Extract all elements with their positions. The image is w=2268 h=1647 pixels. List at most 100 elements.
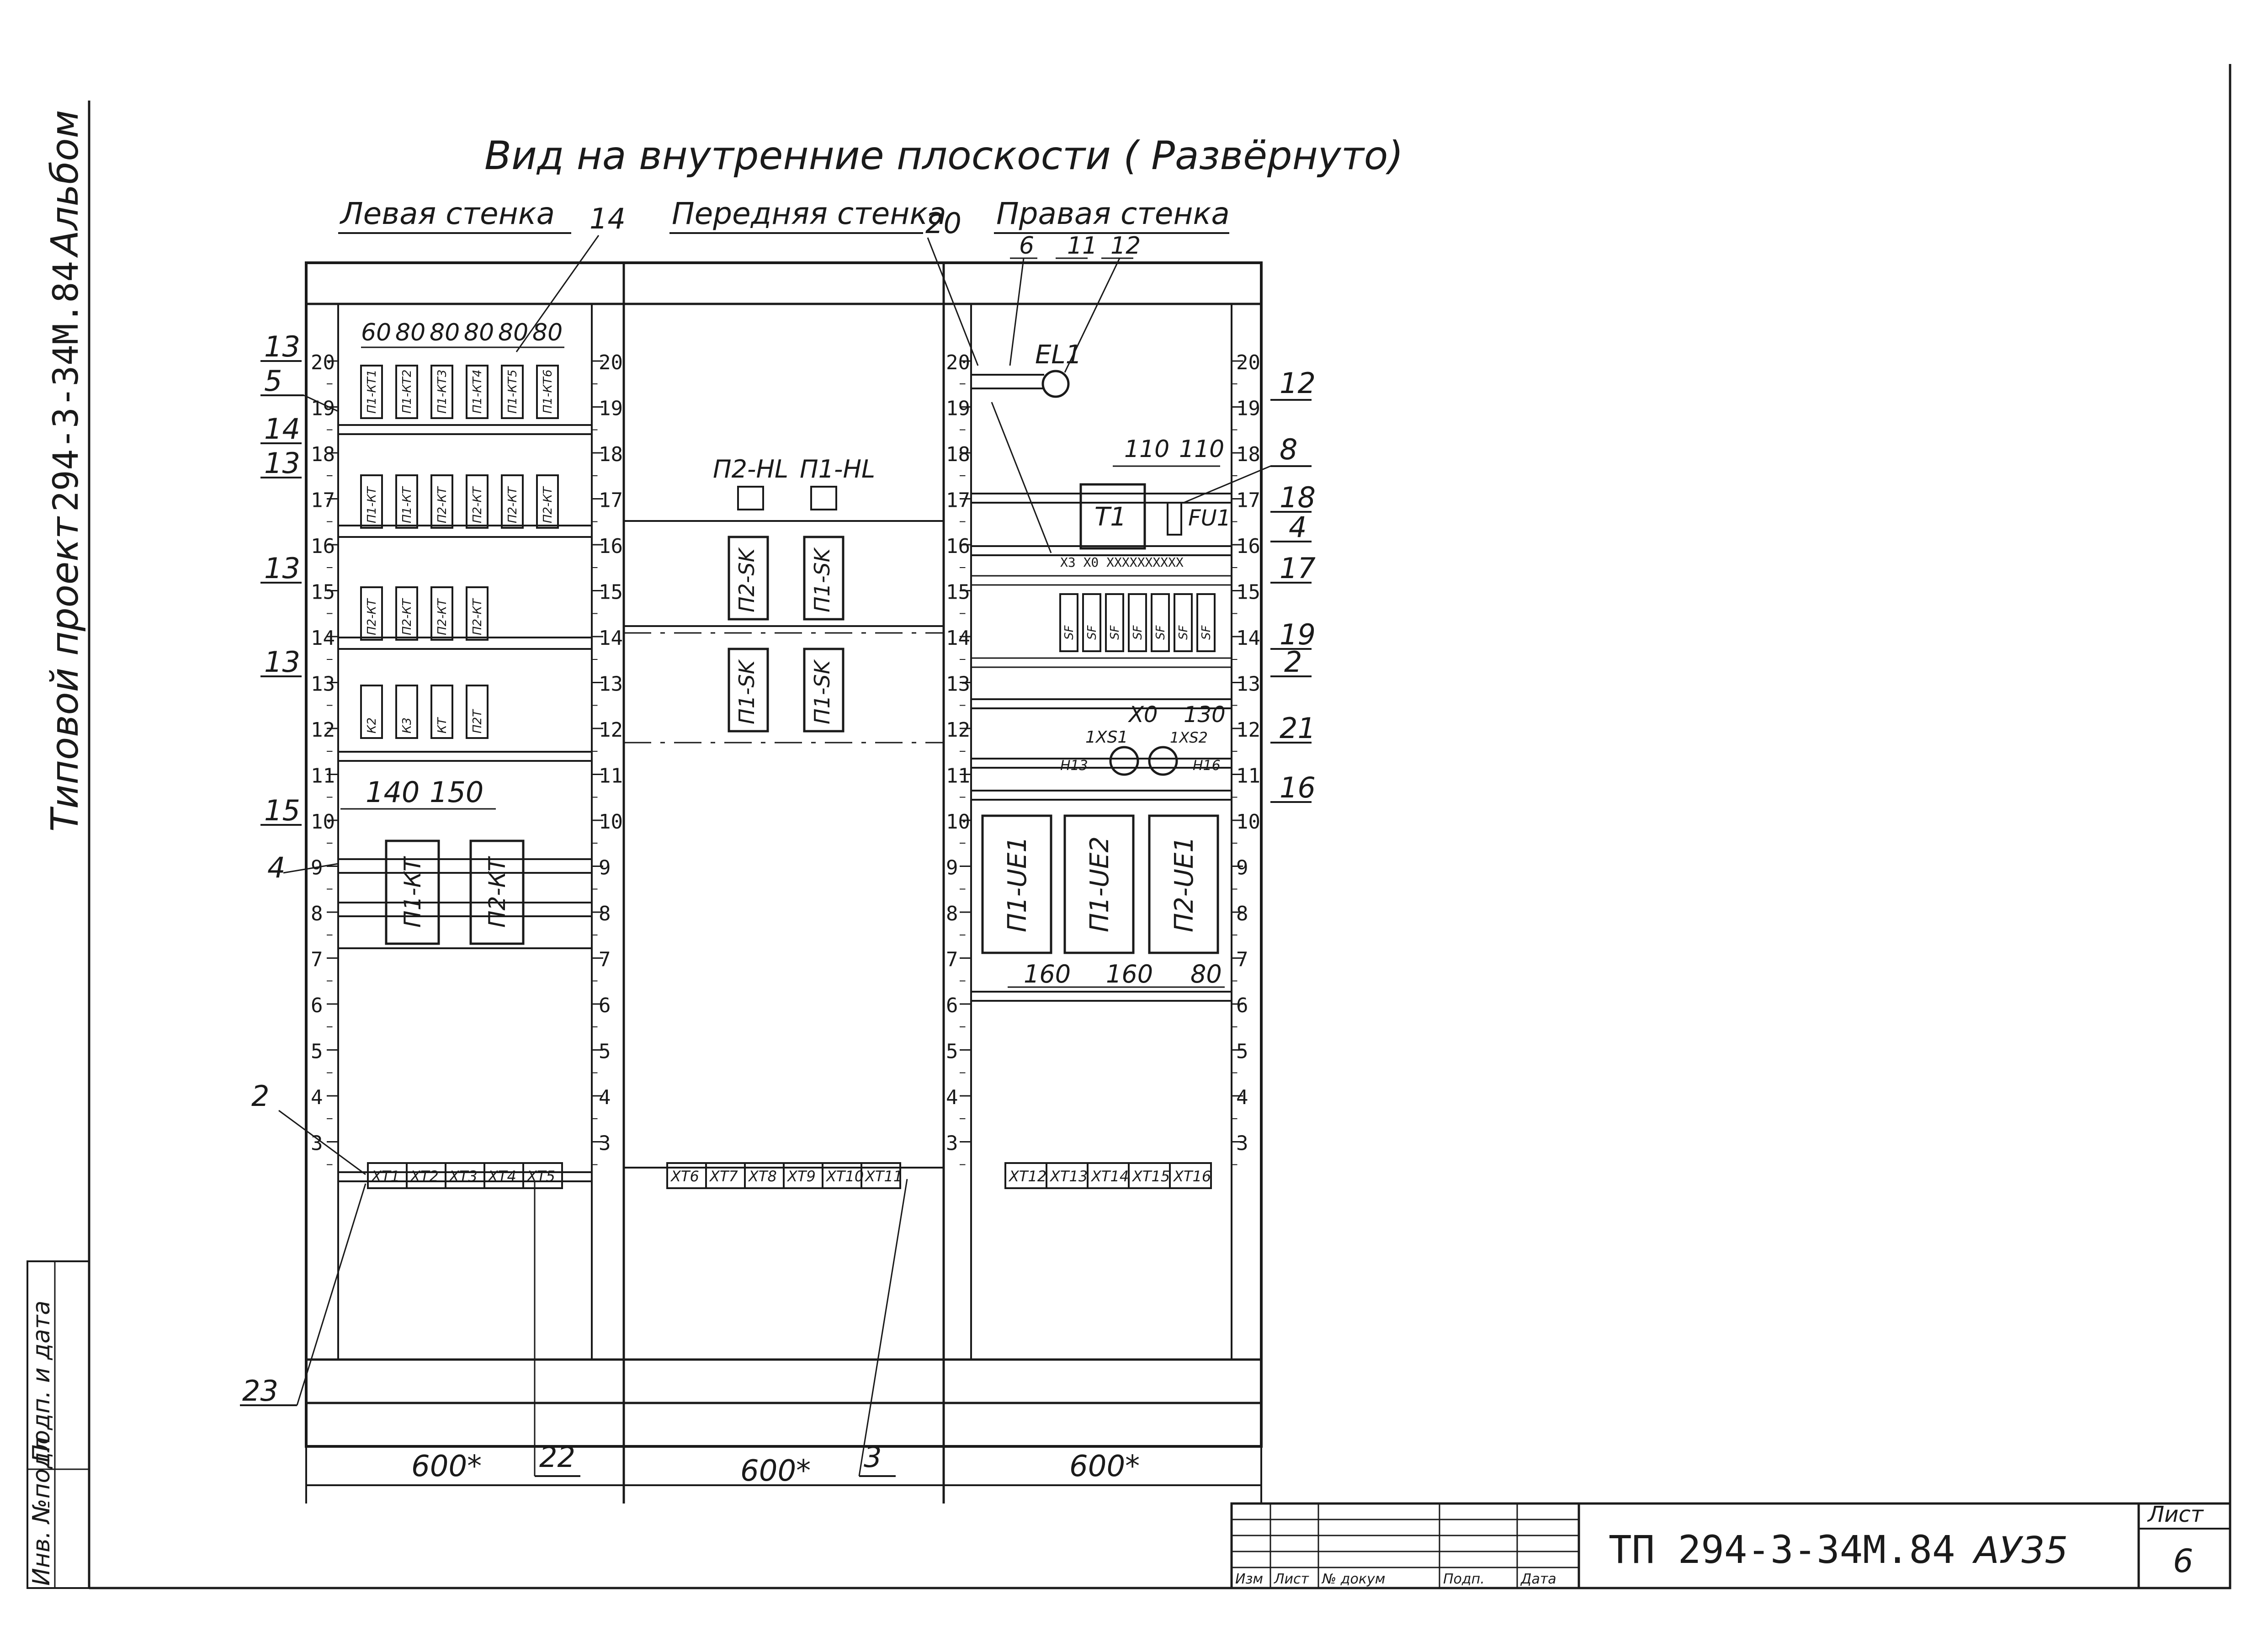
scale-lb-num-15: 15 — [599, 581, 623, 604]
left-stamp: Инв. №подл Подп. и дата — [27, 1260, 90, 1589]
relay-label: П2-КТ — [541, 486, 555, 523]
scale-la-num-15: 15 — [311, 581, 335, 604]
unit-p1-ue1 — [981, 814, 1052, 954]
callout-13c: 13 — [264, 552, 300, 585]
left-top-dim: 80 — [395, 319, 425, 346]
wall-headers: Левая стенка Передняя стенка Правая стен… — [338, 196, 1230, 234]
breaker-label: SF — [1177, 625, 1190, 640]
switch-p1-sk-bot-2-label: П1-SK — [810, 659, 834, 724]
socket-1xs1 — [1109, 746, 1139, 776]
unit-p2-ue1-label: П2-UE1 — [1169, 836, 1199, 932]
big-relay-p1-kt — [385, 839, 440, 945]
term-r-cell — [1169, 1162, 1212, 1189]
drawing-title: Вид на внутренние плоскости ( Развёрнуто… — [484, 133, 1403, 179]
left-top-dim: 60 — [361, 319, 391, 346]
dim-600-left: 600* — [411, 1450, 482, 1483]
callout-b22: 22 — [539, 1440, 575, 1474]
scale-lb-num-20: 20 — [599, 351, 623, 374]
terminal-h16-label: H16 — [1193, 758, 1221, 774]
callout-r18: 18 — [1280, 481, 1316, 514]
term-l-label: XT5 — [526, 1168, 555, 1185]
scale-rb-num-6: 6 — [1236, 994, 1248, 1017]
callout-r21: 21 — [1280, 712, 1316, 745]
relay-label: П1-КТ2 — [400, 370, 414, 414]
front-hl-label-1: П2-HL — [713, 455, 788, 483]
scale-lb-num-16: 16 — [599, 535, 623, 558]
relay-box — [395, 586, 418, 641]
fuse-fu1 — [1167, 502, 1182, 536]
dim-600-right: 600* — [1069, 1450, 1140, 1483]
socket-1xs2 — [1148, 746, 1178, 776]
callout-r16: 16 — [1280, 771, 1316, 804]
bottom-dimensions: 600* 600* 600* — [306, 1450, 1261, 1488]
lamp-p2-hl — [737, 486, 764, 510]
callout-13b: 13 — [264, 446, 300, 480]
unit-p1-ue1-label: П1-UE1 — [1003, 836, 1032, 932]
dim-x0: X0 — [1127, 702, 1158, 728]
fuse-fu1-label: FU1 — [1188, 505, 1231, 531]
term-l-cell — [522, 1162, 563, 1189]
relay-box — [360, 685, 383, 739]
callout-5: 5 — [264, 364, 282, 398]
breaker-sf — [1082, 593, 1101, 652]
socket-1xs1-label: 1XS1 — [1085, 728, 1128, 747]
big-relay-p2-kt-label: П2-КТ — [484, 856, 510, 928]
scale-lb-num-18: 18 — [599, 443, 623, 466]
switch-p1-sk-bot-1-label: П1-SK — [734, 659, 759, 724]
front-hl-label-2: П1-HL — [800, 455, 875, 483]
lamp-el1 — [1041, 370, 1070, 398]
relay-box — [466, 586, 489, 641]
scale-ra-num-8: 8 — [946, 902, 958, 925]
big-relay-p2-kt — [469, 839, 525, 945]
term-f-label: XT7 — [709, 1168, 738, 1185]
transformer-t1-label: T1 — [1094, 502, 1126, 532]
relay-label: П2-КТ — [436, 598, 449, 635]
terminal-h13-label: H13 — [1060, 758, 1088, 774]
relay-box — [501, 365, 524, 419]
relay-box — [395, 365, 418, 419]
callout-r19: 19 — [1280, 618, 1316, 651]
relay-label: П1-КТ5 — [506, 370, 520, 414]
left-big-relays: П1-КТ П2-КТ — [385, 839, 525, 945]
left-mounting-rails — [338, 424, 592, 1182]
callout-r2: 2 — [1284, 645, 1302, 679]
term-l-label: XT4 — [487, 1168, 516, 1185]
term-f-label: XT9 — [786, 1168, 816, 1185]
term-l-label: XT2 — [409, 1168, 439, 1185]
scale-ra-num-20: 20 — [946, 351, 970, 374]
tb-col-header: Дата — [1520, 1571, 1556, 1587]
term-r-label: XT16 — [1173, 1168, 1211, 1185]
breaker-label: SF — [1108, 625, 1122, 640]
relay-label: П2-КТ — [471, 486, 484, 523]
scale-ra-num-13: 13 — [946, 673, 970, 696]
relay-box — [466, 474, 489, 529]
callouts-top: 14 20 6 11 12 — [515, 202, 1141, 553]
relay-box — [430, 586, 453, 641]
relay-label: КТ — [436, 717, 449, 733]
relay-label: П2-КТ — [400, 598, 414, 635]
scale-la-num-18: 18 — [311, 443, 335, 466]
left-top-dim: 80 — [464, 319, 494, 346]
scale-ra-num-6: 6 — [946, 994, 958, 1017]
unit-p1-ue2 — [1063, 814, 1135, 954]
callout-t11: 11 — [1067, 232, 1097, 260]
scale-rb-num-8: 8 — [1236, 902, 1248, 925]
sheet-label: Лист — [2147, 1502, 2204, 1527]
breaker-label: SF — [1154, 625, 1168, 640]
relay-box — [536, 474, 559, 529]
relay-box — [501, 474, 524, 529]
relay-box — [536, 365, 559, 419]
relay-box — [360, 586, 383, 641]
scale-ra-num-9: 9 — [946, 856, 958, 880]
scale-rb-num-11: 11 — [1236, 765, 1260, 788]
callout-b3: 3 — [864, 1440, 882, 1474]
relay-box — [466, 365, 489, 419]
scale-la-num-12: 12 — [311, 718, 335, 742]
scale-ra-num-10: 10 — [946, 810, 970, 834]
scale-lb-num-5: 5 — [599, 1040, 611, 1063]
callout-t6: 6 — [1019, 232, 1034, 260]
breaker-label: SF — [1085, 625, 1099, 640]
